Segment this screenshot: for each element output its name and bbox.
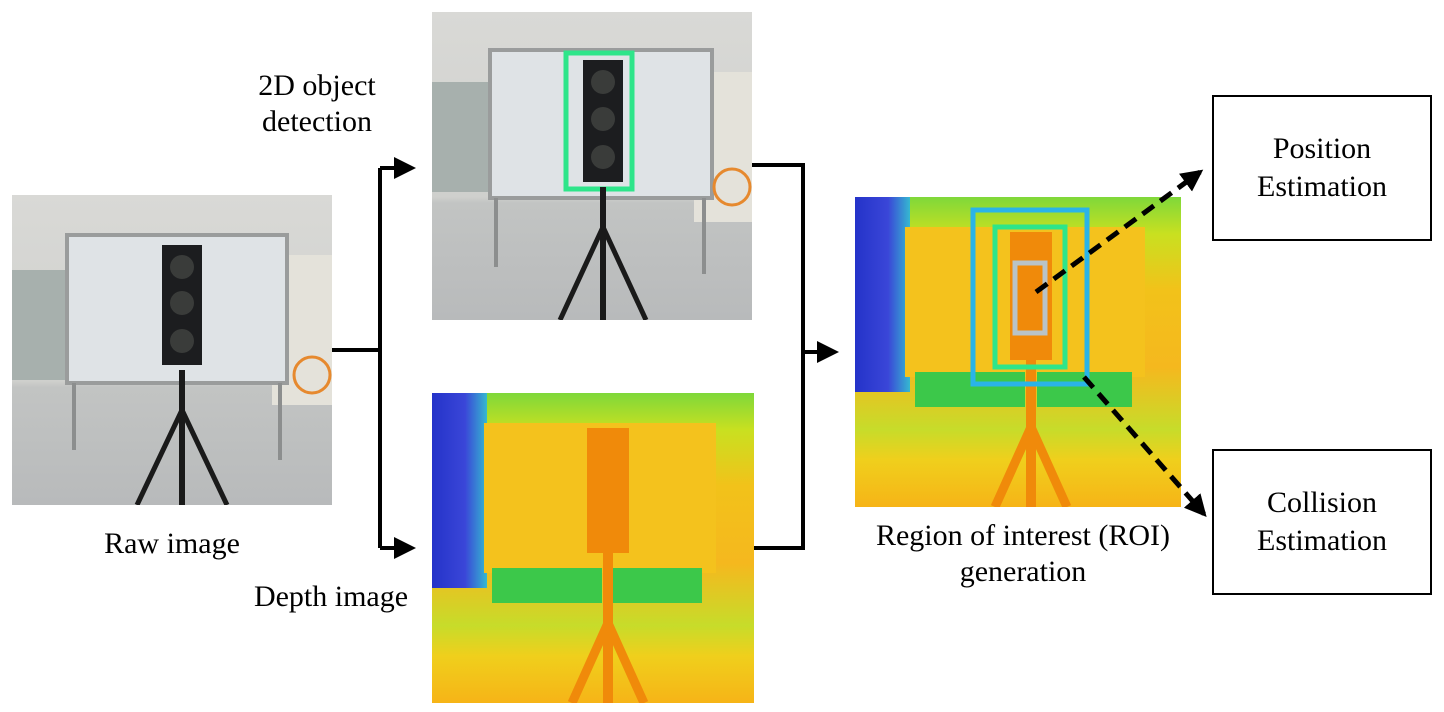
raw-image	[12, 195, 332, 505]
detection-label-line2: detection	[262, 105, 372, 138]
arrow-to-position	[1034, 169, 1204, 295]
roi-label-line2: generation	[959, 555, 1087, 588]
roi-label-line1: Region of interest (ROI)	[875, 519, 1171, 552]
merge-top	[752, 163, 805, 550]
arrow-to-collision	[1082, 375, 1207, 518]
depth-image-label: Depth image	[253, 580, 409, 613]
collision-estimation-box: Collision Estimation	[1212, 449, 1432, 595]
position-estimation-box: Position Estimation	[1212, 95, 1432, 241]
detection-label: 2D object detection	[222, 68, 412, 140]
raw-image-label: Raw image	[104, 527, 240, 560]
collision-line2: Estimation	[1257, 524, 1387, 557]
depth-image	[432, 393, 754, 703]
position-line2: Estimation	[1257, 170, 1387, 203]
detection-image	[432, 12, 752, 320]
collision-line1: Collision	[1266, 486, 1378, 519]
detection-label-line1: 2D object	[258, 69, 376, 102]
roi-image	[855, 197, 1181, 507]
position-line1: Position	[1272, 132, 1372, 165]
roi-label: Region of interest (ROI) generation	[838, 518, 1208, 590]
